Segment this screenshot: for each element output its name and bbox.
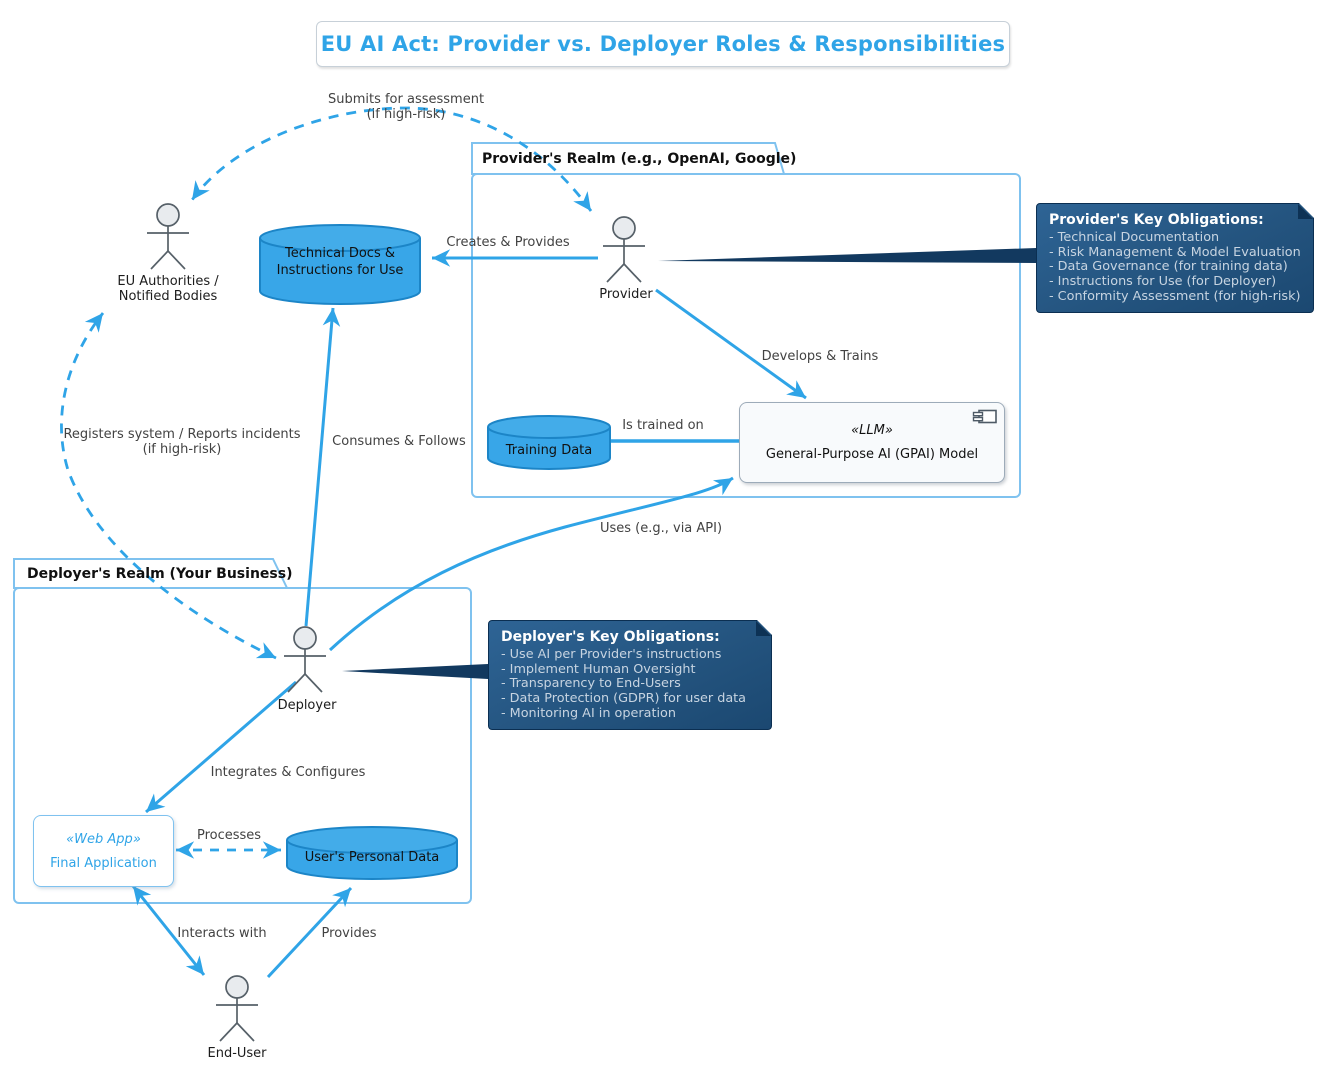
uses-label: Uses (e.g., via API) (599, 521, 723, 536)
note-item: - Technical Documentation (1049, 229, 1220, 245)
eu-authorities-label: EU Authorities / Notified Bodies (117, 274, 219, 304)
gpai-stereotype: «LLM» (851, 423, 893, 438)
webapp-name: Final Application (50, 855, 157, 871)
trained-label: Is trained on (622, 418, 704, 433)
deployer-label: Deployer (277, 698, 337, 713)
interacts-label: Interacts with (177, 926, 267, 941)
training-data-cylinder (487, 415, 611, 470)
uses-edge (328, 476, 734, 652)
develops-label: Develops & Trains (761, 349, 879, 364)
develops-edge (655, 288, 807, 400)
note-item: - Monitoring AI in operation (501, 705, 676, 721)
consumes-edge (304, 307, 341, 627)
technical-docs-label-line2: Instructions for Use (276, 263, 404, 278)
user-personal-data-cylinder (286, 826, 458, 880)
interacts-edge (131, 885, 206, 976)
deployer-actor (284, 626, 326, 693)
deployer-realm-title: Deployer's Realm (Your Business) (27, 566, 293, 582)
provider-obligations-note: Provider's Key Obligations: - Technical … (1036, 203, 1314, 313)
note-item: - Data Protection (GDPR) for user data (501, 691, 747, 707)
gpai-name: General-Purpose AI (GPAI) Model (765, 447, 979, 462)
submits-edge (190, 106, 593, 212)
note-item: - Conformity Assessment (for high-risk) (1049, 288, 1301, 304)
provides-edge (266, 886, 353, 979)
provider-realm-title: Provider's Realm (e.g., OpenAI, Google) (482, 151, 797, 167)
provides-label: Provides (321, 926, 377, 941)
note-item: - Data Governance (for training data) (1049, 259, 1288, 275)
diagram-title: EU AI Act: Provider vs. Deployer Roles &… (316, 21, 1010, 67)
registers-edge (60, 312, 277, 660)
note-item: - Transparency to End-Users (501, 676, 681, 692)
eu-authorities-actor (147, 203, 189, 270)
webapp-stereotype: «Web App» (66, 831, 141, 847)
submits-label: Submits for assessment (if high-risk) (327, 92, 485, 122)
technical-docs-label-line1: Technical Docs & (285, 246, 395, 261)
registers-label: Registers system / Reports incidents (if… (63, 427, 301, 457)
training-data-label: Training Data (505, 443, 593, 458)
processes-label: Processes (196, 828, 262, 843)
provider-note-connector (658, 248, 1036, 263)
gpai-model-component: «LLM» General-Purpose AI (GPAI) Model (739, 402, 1005, 483)
note-item: - Risk Management & Model Evaluation (1049, 244, 1301, 260)
end-user-label: End-User (207, 1046, 267, 1061)
technical-docs-cylinder (259, 224, 421, 305)
user-personal-data-label: User's Personal Data (304, 850, 440, 865)
note-item: - Implement Human Oversight (501, 661, 696, 677)
provider-label: Provider (599, 287, 653, 302)
integrates-label: Integrates & Configures (210, 765, 366, 780)
provider-actor (603, 216, 645, 283)
deployer-note-connector (342, 664, 488, 679)
provider-note-title: Provider's Key Obligations: (1049, 212, 1264, 228)
note-item: - Instructions for Use (for Deployer) (1049, 274, 1277, 290)
final-application-component: «Web App» Final Application (33, 815, 174, 887)
integrates-edge (145, 680, 297, 814)
creates-label: Creates & Provides (446, 235, 570, 250)
component-icon (972, 409, 997, 424)
diagram-title-text: EU AI Act: Provider vs. Deployer Roles &… (320, 32, 1006, 56)
deployer-obligations-note: Deployer's Key Obligations: - Use AI per… (488, 620, 772, 730)
end-user-actor (216, 975, 258, 1042)
deployer-note-title: Deployer's Key Obligations: (501, 629, 720, 645)
consumes-label: Consumes & Follows (332, 434, 466, 449)
note-item: - Use AI per Provider's instructions (501, 646, 722, 662)
